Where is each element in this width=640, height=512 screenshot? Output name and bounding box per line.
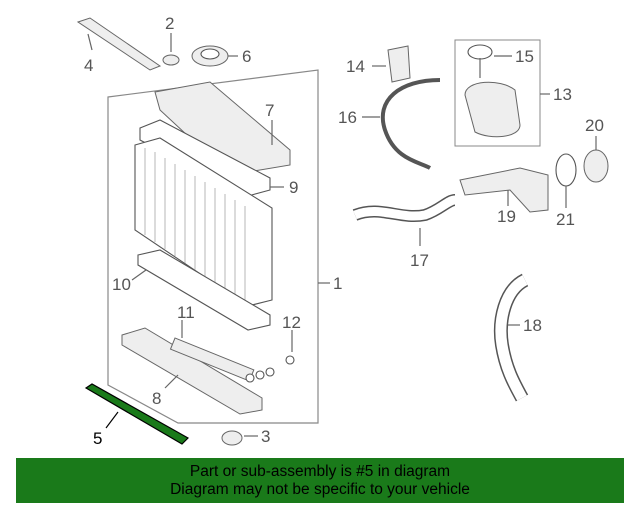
callout-11: 11 (177, 303, 195, 322)
callout-9: 9 (289, 178, 298, 197)
part-13-reservoir-box (454, 39, 550, 147)
callout-17: 17 (410, 251, 429, 270)
callout-12: 12 (282, 313, 301, 332)
callout-19: 19 (497, 207, 516, 226)
part-21-gasket (555, 153, 577, 208)
callout-2: 2 (165, 14, 174, 33)
part-9-gasket (139, 119, 284, 197)
part-3-cushion (221, 430, 258, 446)
part-13-reservoir (464, 81, 521, 138)
callout-15: 15 (515, 47, 534, 66)
banner-line-2: Diagram may not be specific to your vehi… (170, 480, 470, 498)
part-15-reservoir-cap (467, 44, 512, 78)
part-19-water-outlet (459, 167, 549, 213)
part-10-gasket (131, 249, 271, 331)
callout-10: 10 (112, 275, 131, 294)
radiator-assembly-frame (107, 69, 330, 424)
callout-16: 16 (338, 108, 357, 127)
callout-20: 20 (585, 116, 604, 135)
part-8-lower-tank (121, 327, 263, 415)
info-banner: Part or sub-assembly is #5 in diagram Di… (16, 458, 624, 503)
callout-13: 13 (553, 85, 572, 104)
upper-tank (154, 81, 291, 176)
callout-18: 18 (523, 316, 542, 335)
part-20-thermostat (583, 136, 609, 183)
part-14-bracket (372, 45, 411, 83)
banner-line-1: Part or sub-assembly is #5 in diagram (189, 462, 451, 480)
part-17-hose (352, 194, 456, 246)
radiator-core (134, 137, 273, 307)
part-6-cap (191, 45, 238, 67)
callout-3: 3 (261, 427, 270, 446)
part-5-seal (84, 383, 189, 445)
callout-14: 14 (346, 57, 365, 76)
callout-4: 4 (84, 56, 93, 75)
part-4-support (76, 17, 162, 71)
callout-8: 8 (152, 389, 161, 408)
callout-21: 21 (556, 210, 575, 229)
callout-6: 6 (242, 47, 251, 66)
radiator-parts-diagram: 1 2 3 4 5 6 7 8 9 10 11 12 13 14 15 16 1… (76, 14, 609, 448)
callout-7: 7 (265, 101, 274, 120)
part-18-hose (493, 273, 529, 402)
callout-1: 1 (333, 274, 342, 293)
callout-5: 5 (93, 429, 102, 448)
part-16-hose (362, 78, 441, 170)
part-2-cushion (162, 33, 180, 66)
part-12-fittings (245, 330, 295, 383)
